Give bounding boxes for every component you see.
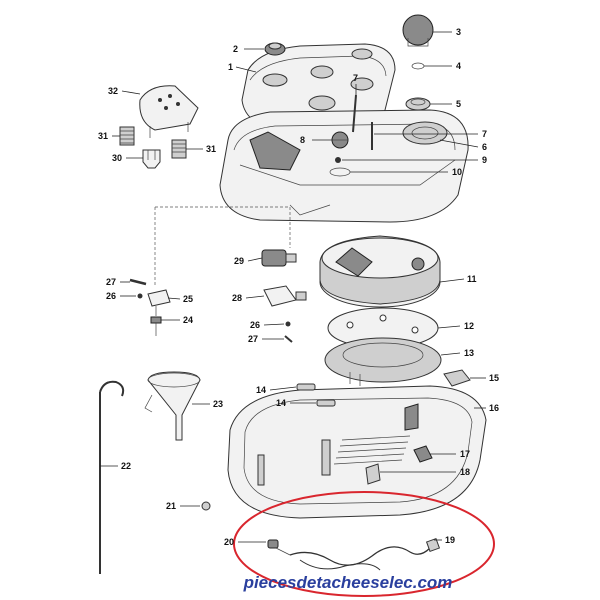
callout-5: 5 xyxy=(456,99,461,109)
callout-12: 12 xyxy=(464,321,474,331)
boiler-part-11 xyxy=(319,235,441,308)
callout-21: 21 xyxy=(166,501,176,511)
valve-part-25 xyxy=(147,289,171,316)
base-part-16 xyxy=(227,385,487,519)
callout-28: 28 xyxy=(232,293,242,303)
knob-part-3 xyxy=(402,14,434,47)
remote-part-32 xyxy=(139,85,199,138)
callout-27a: 27 xyxy=(106,277,116,287)
dial-part-8 xyxy=(331,131,349,149)
callout-29: 29 xyxy=(234,256,244,266)
top-panel-part-1 xyxy=(241,43,396,133)
button-cap-icon xyxy=(350,77,374,91)
callout-10: 10 xyxy=(452,167,462,177)
callout-19: 19 xyxy=(445,535,455,545)
connector-part-29 xyxy=(261,249,297,267)
spring-part-31b xyxy=(171,139,187,159)
upper-housing-part-6 xyxy=(219,109,469,223)
fitting-part-24 xyxy=(150,316,162,336)
callout-24: 24 xyxy=(183,315,193,325)
cap-part-21 xyxy=(201,501,211,511)
thermostat-part-28 xyxy=(263,285,307,307)
callout-27b: 27 xyxy=(248,334,258,344)
clip-part-30 xyxy=(142,149,161,169)
callout-18: 18 xyxy=(460,467,470,477)
fuse-part-14a xyxy=(296,383,316,391)
callout-7b: 7 xyxy=(482,129,487,139)
nut-part-26a xyxy=(137,293,143,299)
callout-31b: 31 xyxy=(206,144,216,154)
callout-4: 4 xyxy=(456,61,461,71)
callout-7a: 7 xyxy=(353,73,358,83)
button-part-2 xyxy=(264,42,286,56)
highlight-ellipse xyxy=(233,491,495,597)
callout-14b: 14 xyxy=(276,398,286,408)
button-cap-icon xyxy=(310,65,334,79)
clip-part-15 xyxy=(443,369,471,387)
button-cap-icon xyxy=(351,48,373,60)
callout-14a: 14 xyxy=(256,385,266,395)
power-cord-part-19 xyxy=(289,537,441,571)
callout-6: 6 xyxy=(482,142,487,152)
screw-part-27a xyxy=(129,278,147,286)
callout-23: 23 xyxy=(213,399,223,409)
callout-25: 25 xyxy=(183,294,193,304)
ring-part-5 xyxy=(405,97,431,111)
callout-2: 2 xyxy=(233,44,238,54)
button-cap-icon xyxy=(308,95,336,111)
spring-part-31a xyxy=(119,126,135,146)
leader-lines xyxy=(100,31,486,543)
holder-part-18 xyxy=(365,463,381,485)
callout-labels: 2 1 3 4 5 6 7 7 8 9 10 11 12 13 14 14 15… xyxy=(98,27,499,547)
callout-17: 17 xyxy=(460,449,470,459)
heating-plate-part-13 xyxy=(324,337,442,386)
washer-part-9 xyxy=(335,157,341,163)
site-watermark: piecesdetacheeselec.com xyxy=(243,573,453,592)
pin-part-7 xyxy=(352,94,357,133)
screw-part-27b xyxy=(284,335,293,343)
o-ring-part-4 xyxy=(411,62,425,70)
strain-relief-part-20 xyxy=(267,539,291,556)
callout-22: 22 xyxy=(121,461,131,471)
callout-13: 13 xyxy=(464,348,474,358)
callout-31a: 31 xyxy=(98,131,108,141)
callout-3: 3 xyxy=(456,27,461,37)
callout-15: 15 xyxy=(489,373,499,383)
callout-32: 32 xyxy=(108,86,118,96)
bracket-part-17 xyxy=(413,445,433,463)
callout-26b: 26 xyxy=(250,320,260,330)
callout-26a: 26 xyxy=(106,291,116,301)
callout-11: 11 xyxy=(467,274,477,284)
funnel-part-23 xyxy=(144,371,201,441)
fuse-part-14b xyxy=(316,399,336,407)
button-cap-icon xyxy=(262,73,288,87)
callout-8: 8 xyxy=(300,135,305,145)
callout-30: 30 xyxy=(112,153,122,163)
callout-9: 9 xyxy=(482,155,487,165)
callout-20: 20 xyxy=(224,537,234,547)
callout-16: 16 xyxy=(489,403,499,413)
screw-part-26b xyxy=(285,321,291,327)
callout-1: 1 xyxy=(228,62,233,72)
rod-part-22 xyxy=(99,380,125,574)
